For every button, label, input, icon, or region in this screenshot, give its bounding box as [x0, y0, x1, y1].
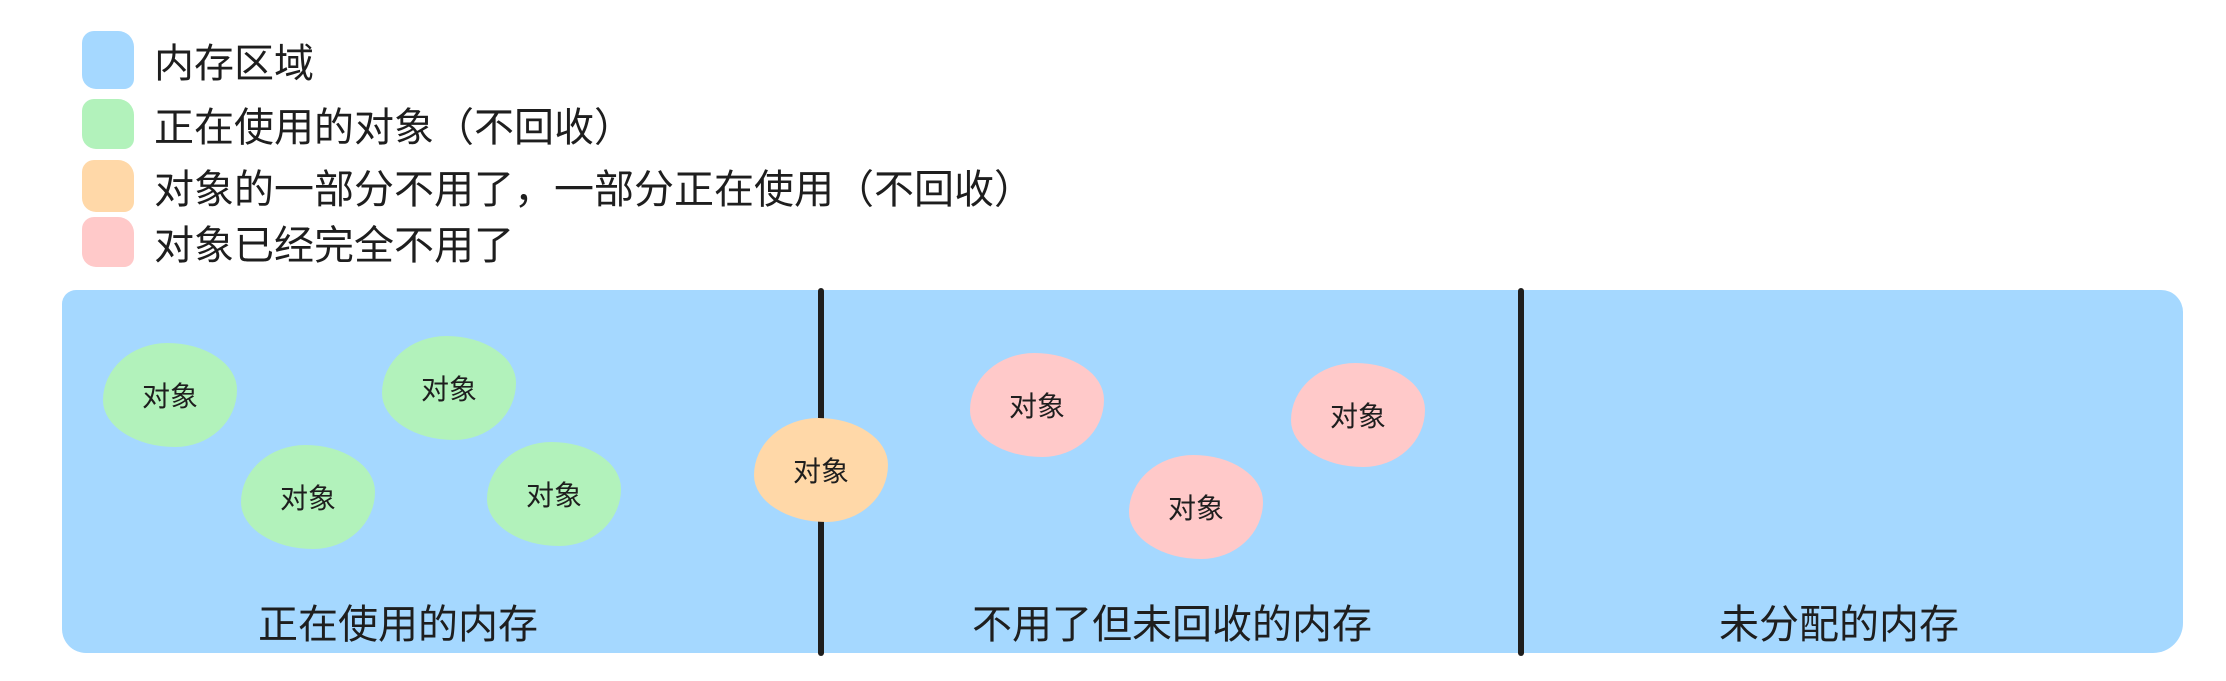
object-label: 对象	[1329, 400, 1386, 433]
object-label: 对象	[1167, 492, 1224, 525]
legend-item-in-use: 正在使用的对象（不回收）	[82, 96, 634, 152]
legend-swatch-orange	[82, 160, 134, 212]
legend-label: 对象的一部分不用了，一部分正在使用（不回收）	[154, 167, 1034, 213]
object-label: 对象	[1008, 390, 1065, 423]
object-in-use: 对象	[103, 343, 237, 447]
legend-swatch-blue	[82, 31, 134, 89]
object-in-use: 对象	[241, 445, 375, 549]
legend-item-memory-region: 内存区域	[82, 31, 314, 89]
object-unused: 对象	[1129, 455, 1263, 559]
object-in-use: 对象	[382, 336, 516, 440]
object-label: 对象	[792, 455, 849, 488]
legend-label: 正在使用的对象（不回收）	[154, 105, 634, 151]
legend-swatch-green	[82, 99, 134, 149]
section-label-in-use: 正在使用的内存	[258, 602, 538, 648]
object-label: 对象	[141, 380, 198, 413]
object-partial: 对象	[754, 418, 888, 522]
legend-label: 内存区域	[154, 41, 314, 87]
section-label-unreclaimed: 不用了但未回收的内存	[972, 602, 1372, 648]
section-label-unallocated: 未分配的内存	[1719, 602, 1959, 648]
object-unused: 对象	[1291, 363, 1425, 467]
legend-label: 对象已经完全不用了	[154, 223, 514, 269]
legend-swatch-pink	[82, 217, 134, 267]
object-label: 对象	[525, 479, 582, 512]
divider-unreclaimed-unallocated	[1518, 288, 1524, 656]
legend-item-unused: 对象已经完全不用了	[82, 214, 514, 270]
legend-item-partial: 对象的一部分不用了，一部分正在使用（不回收）	[82, 158, 1034, 214]
object-in-use: 对象	[487, 442, 621, 546]
object-label: 对象	[279, 482, 336, 515]
object-label: 对象	[420, 373, 477, 406]
object-unused: 对象	[970, 353, 1104, 457]
